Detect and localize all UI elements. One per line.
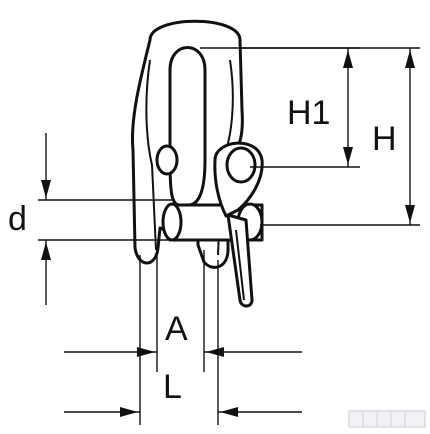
- shackle-left-arm-edge: [145, 59, 157, 251]
- pin-left-end: [161, 202, 183, 242]
- locking-plate-hole: [225, 146, 257, 184]
- l-arrow-right: [220, 407, 238, 417]
- h1-label: H1: [287, 94, 330, 132]
- d-label: d: [8, 200, 27, 238]
- shackle-inner-opening: [168, 46, 207, 207]
- h-arrow-top: [405, 50, 415, 68]
- d-arrow-top: [41, 180, 51, 198]
- a-arrow-left: [137, 347, 155, 357]
- h-arrow-bottom: [405, 205, 415, 223]
- h1-arrow-top: [343, 50, 353, 68]
- h-label: H: [372, 120, 397, 158]
- l-arrow-left: [120, 407, 138, 417]
- a-label: A: [165, 310, 188, 348]
- left-ear-hole: [155, 144, 179, 176]
- d-arrow-bottom: [41, 242, 51, 260]
- h1-arrow-bottom: [343, 147, 353, 165]
- split-pin-leg: [235, 229, 245, 301]
- l-label: L: [163, 368, 182, 406]
- watermark-logo: [348, 410, 426, 428]
- a-arrow-right: [206, 347, 224, 357]
